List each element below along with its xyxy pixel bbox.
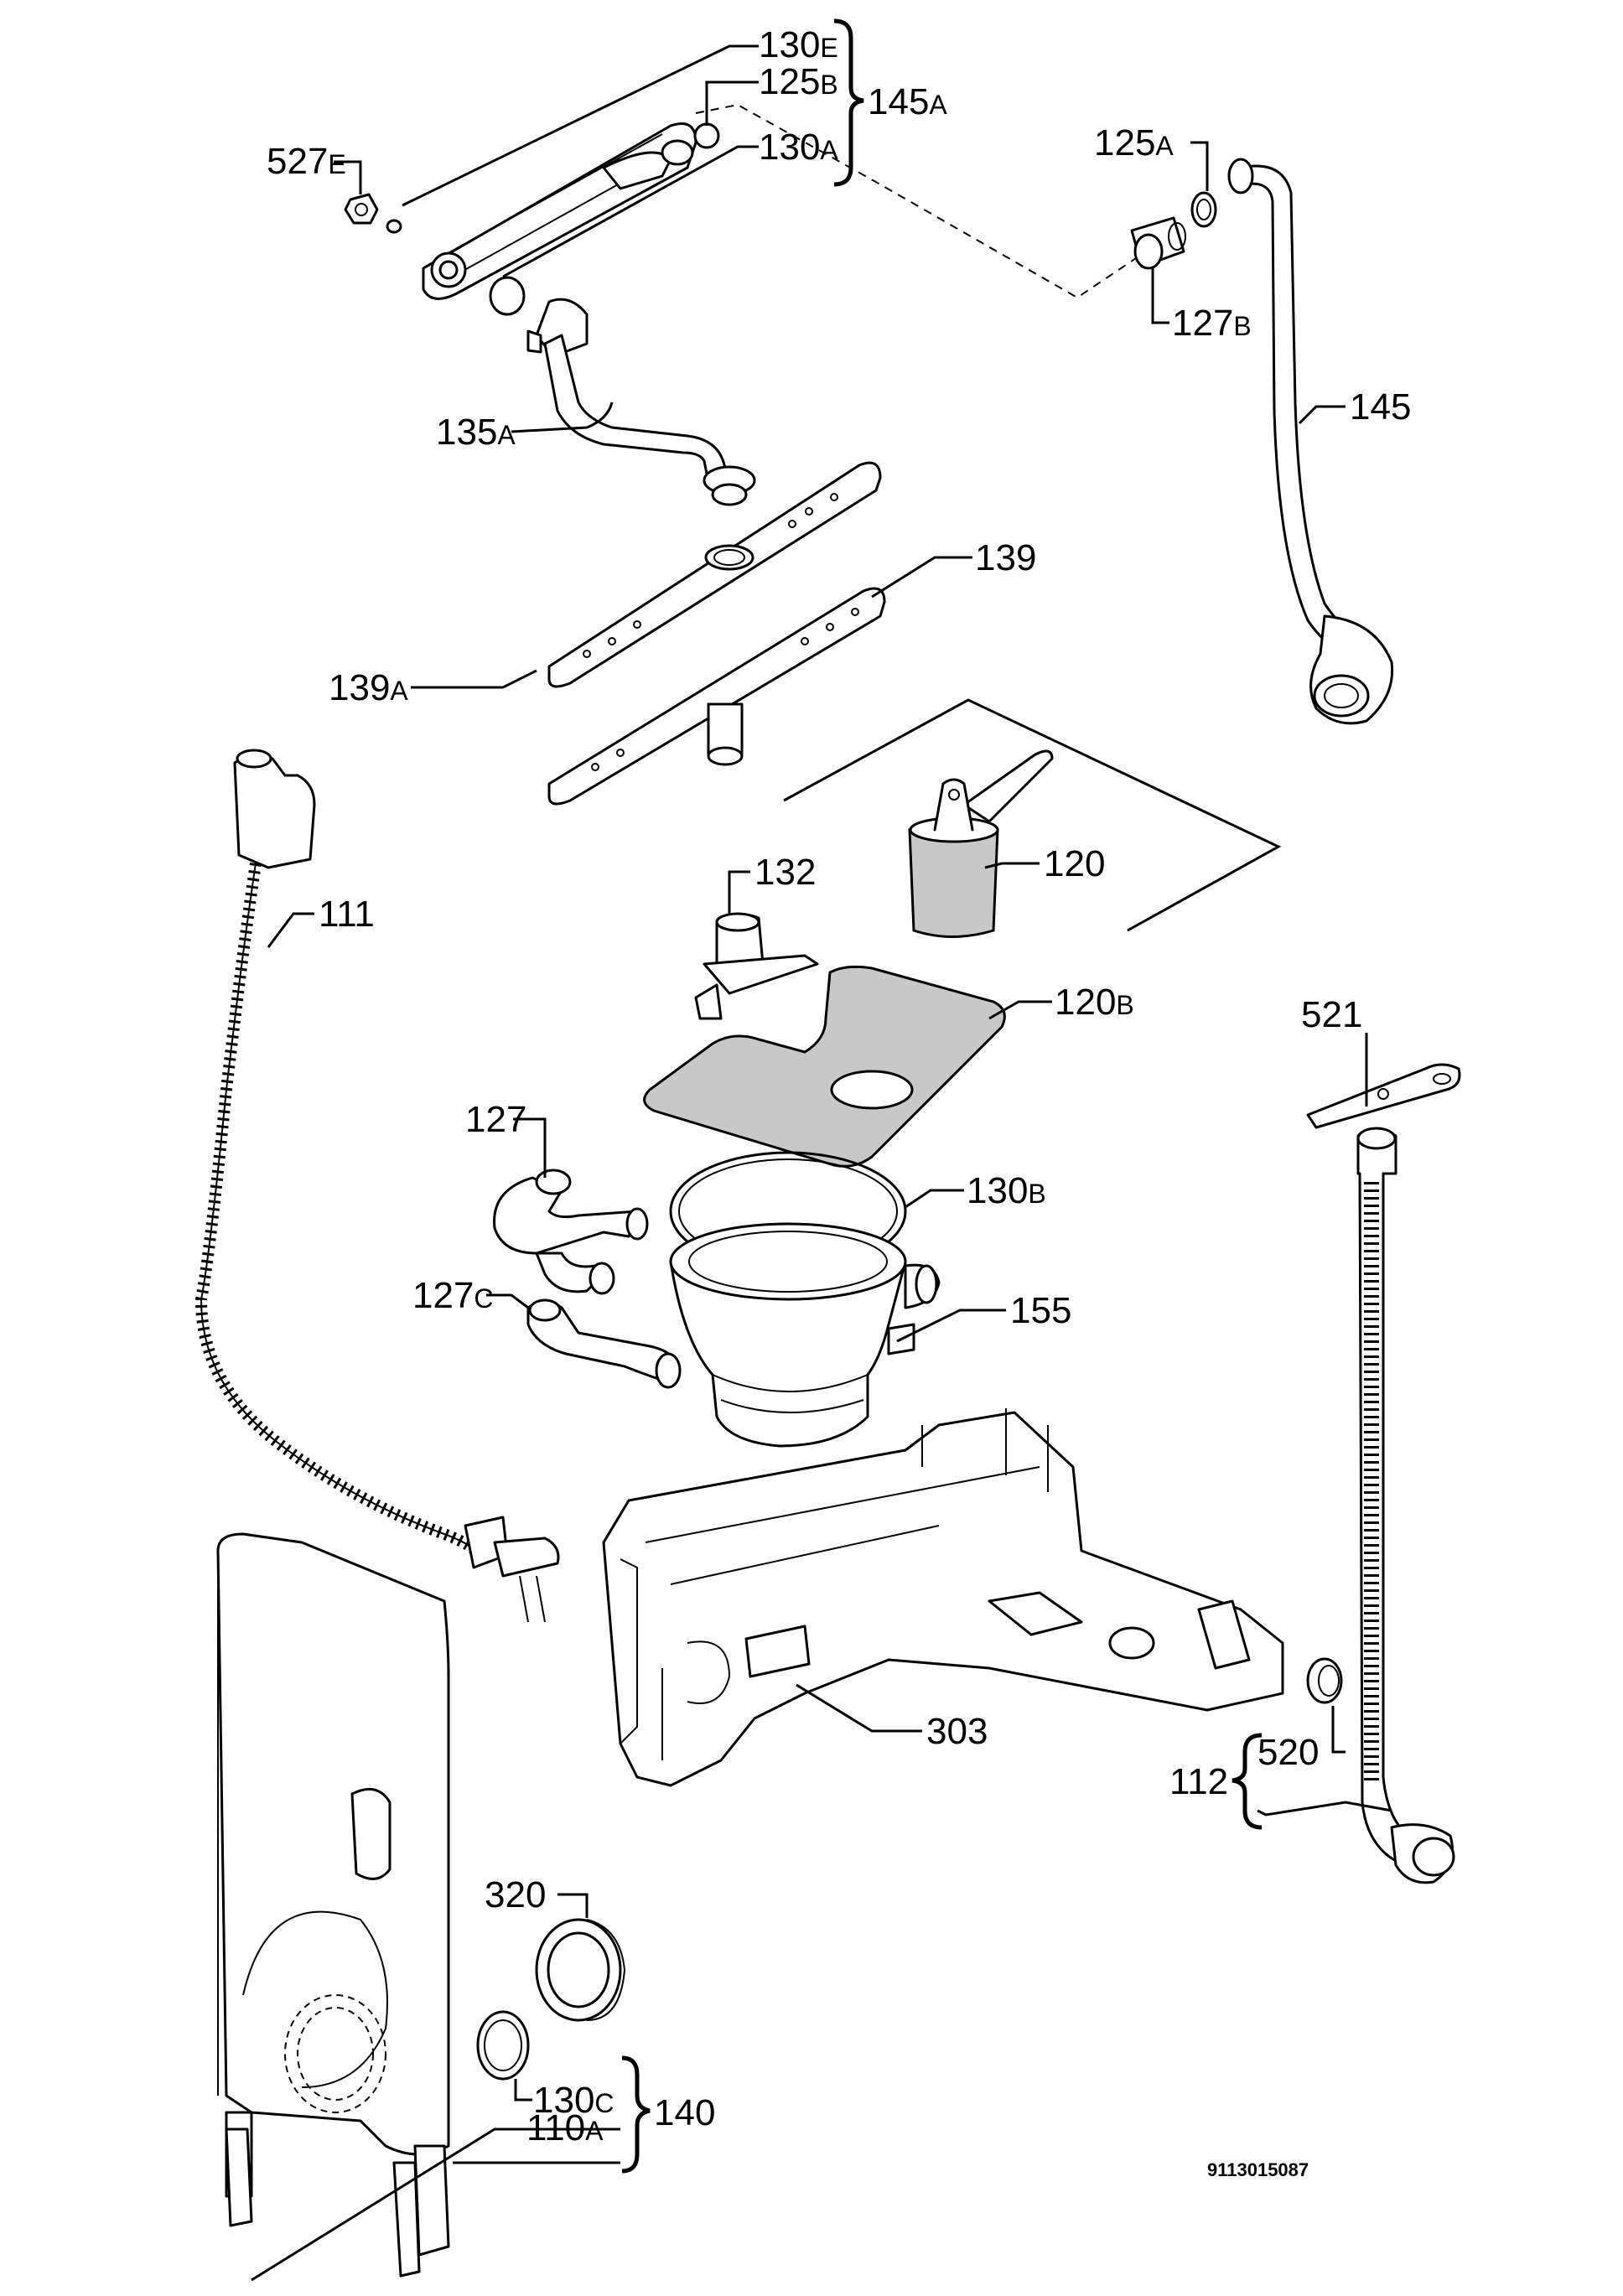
- leader-lines: [251, 44, 1392, 2282]
- nut-527e: [344, 193, 379, 225]
- filter-plate-120b: [643, 965, 1006, 1168]
- label-110a: 110A: [526, 2107, 604, 2148]
- label-320: 320: [485, 1874, 546, 1915]
- drawing-number: 9113015087: [1207, 2159, 1309, 2180]
- gasket-320: [535, 1918, 626, 2022]
- label-111: 111: [319, 894, 375, 935]
- o-ring-130c: [476, 2010, 530, 2081]
- spray-arm-139: [547, 587, 886, 806]
- label-527e: 527E: [267, 141, 346, 182]
- label-112: 112: [1169, 1761, 1228, 1802]
- label-155: 155: [1010, 1290, 1071, 1331]
- label-520: 520: [1257, 1732, 1319, 1773]
- sump-155: [669, 1222, 941, 1448]
- label-127b: 127B: [1172, 303, 1252, 344]
- drain-hose-112: [1356, 1127, 1455, 1884]
- seal-ring-125b: [693, 122, 720, 149]
- feed-pipe-135a: [526, 298, 756, 506]
- spray-arm-139a: [547, 461, 882, 688]
- label-132: 132: [754, 852, 816, 893]
- hose-111: [194, 749, 560, 1623]
- label-521: 521: [1301, 994, 1362, 1035]
- label-120: 120: [1044, 843, 1105, 884]
- label-130e: 130E: [759, 24, 838, 65]
- label-120b: 120B: [1055, 982, 1134, 1023]
- filter-120: [908, 749, 1054, 938]
- label-127: 127: [465, 1099, 526, 1140]
- base-frame-303: [602, 1408, 1284, 1787]
- label-127c: 127C: [412, 1275, 494, 1316]
- hose-145: [1227, 158, 1394, 725]
- upper-spray-arm: [422, 122, 697, 300]
- nut-127b: [1130, 216, 1186, 270]
- label-145: 145: [1350, 386, 1411, 428]
- seal-ring-125a: [1190, 191, 1217, 228]
- braces: [621, 18, 1263, 2174]
- label-125b: 125B: [759, 61, 838, 102]
- clip-520: [1306, 1657, 1343, 1704]
- side-panel-140: [216, 1532, 450, 2278]
- label-135a: 135A: [436, 412, 516, 453]
- clip-521: [1306, 1063, 1461, 1129]
- part-132: [694, 912, 819, 1020]
- label-145a: 145A: [868, 81, 947, 122]
- hose-127: [493, 1169, 649, 1295]
- label-303: 303: [926, 1711, 988, 1752]
- label-139: 139: [975, 537, 1036, 578]
- washer-small: [386, 219, 402, 234]
- label-139a: 139A: [329, 667, 408, 708]
- part-labels: 130E 125B 145A 130A 527E 125A 127B 135A …: [267, 24, 1411, 2180]
- label-140: 140: [654, 2092, 715, 2133]
- hose-127c: [526, 1298, 682, 1389]
- label-130b: 130B: [967, 1170, 1046, 1211]
- label-130c: 130C: [533, 2080, 614, 2121]
- label-125a: 125A: [1094, 122, 1174, 163]
- o-ring-130a: [489, 276, 526, 316]
- label-130a: 130A: [759, 127, 838, 168]
- tube-110a: [225, 2128, 253, 2227]
